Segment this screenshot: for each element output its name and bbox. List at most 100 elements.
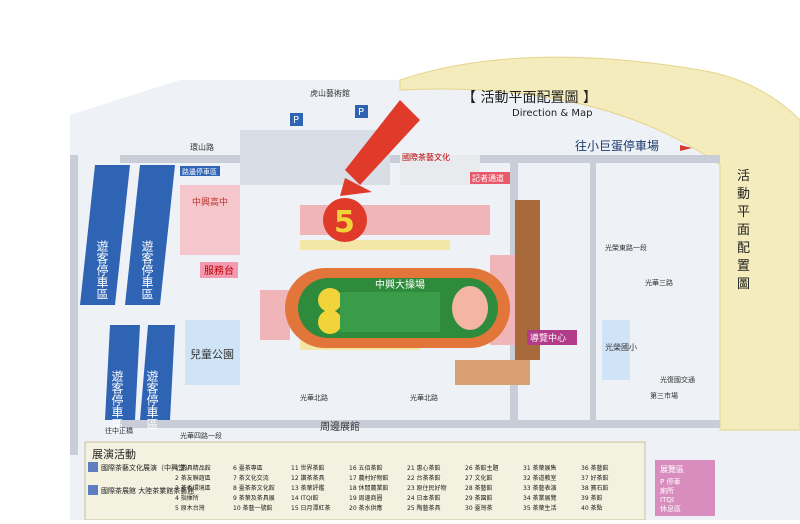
legend-item: 23 原住民好物 — [407, 484, 447, 492]
legend-item: 26 茶館主題 — [465, 464, 499, 472]
hall-label: 國際茶藝文化 — [402, 152, 450, 162]
guide-center[interactable] — [527, 330, 577, 345]
legend-item: 30 臺灣茶 — [465, 504, 493, 512]
legend-a: 國際茶藝文化展演（中興堂） — [101, 463, 192, 472]
stadium[interactable]: 中興大操場 — [285, 268, 510, 348]
label-third-market: 第三市場 — [650, 391, 678, 400]
parking-b[interactable]: 遊客停車區 — [125, 165, 175, 305]
stadium-info-board — [340, 292, 440, 332]
stadium-marker-1 — [318, 288, 342, 312]
parking-a[interactable]: 遊客停車區 — [80, 165, 130, 305]
legend-item: 29 茶園館 — [465, 494, 493, 502]
parking-c-label: 遊客停車區 — [110, 369, 124, 430]
label-direction-left: 往中正橋 — [105, 426, 133, 435]
parking-a-label: 遊客停車區 — [95, 239, 109, 300]
parking-icon-2 — [355, 105, 368, 118]
guide-label: 導覽中心 — [530, 332, 566, 344]
facility-panel — [655, 460, 715, 516]
school-block[interactable] — [180, 185, 240, 255]
legend-item: 15 日月潭紅茶 — [291, 504, 331, 512]
parking-d-label: 遊客停車區 — [145, 369, 159, 430]
legend-item: 32 茶道教室 — [523, 474, 557, 482]
facility-title: 展覽區 — [660, 464, 684, 474]
legend-item: 8 臺茶茶文化館 — [233, 484, 275, 492]
legend-item: 28 茶藝館 — [465, 484, 493, 492]
media-lane — [470, 172, 510, 184]
legend-item: 2 茶友聯誼區 — [175, 474, 211, 482]
gym-block[interactable] — [602, 320, 630, 380]
side-title-char-5: 置 — [737, 259, 750, 274]
side-title-char-0: 活 — [737, 169, 750, 184]
yellow-boundary — [399, 56, 800, 431]
legend-item: 36 茶藝館 — [581, 464, 609, 472]
gym-label: 光榮國小 — [605, 342, 637, 352]
parking-c[interactable]: 遊客停車區 — [105, 325, 140, 430]
facility-item: 休息區 — [660, 504, 681, 513]
stadium-marker-2 — [318, 310, 342, 334]
service-box[interactable] — [200, 262, 238, 278]
legend-item: 6 臺茶專區 — [233, 464, 263, 472]
facility-item: 廁所 — [660, 486, 674, 495]
map-subtitle: Direction & Map — [512, 108, 592, 119]
building-hall — [400, 155, 480, 185]
legend-item: 27 文化館 — [465, 474, 493, 482]
legend-item: 22 台茶茶館 — [407, 474, 441, 482]
legend-item: 12 讚茶茶具 — [291, 474, 325, 482]
side-title-char-2: 平 — [737, 205, 750, 220]
map-title: 【 活動平面配置圖 】 — [462, 90, 597, 106]
service-label: 服務台 — [204, 264, 234, 277]
label-guanghua-east: 光榮東路一段 — [605, 243, 647, 252]
road-bottom — [120, 420, 720, 428]
legend-item: 17 農村好物館 — [349, 474, 389, 482]
legend-item: 39 茶館 — [581, 494, 603, 502]
label-guanghua-1: 光華北路 — [300, 393, 328, 402]
legend-item: 37 好茶館 — [581, 474, 609, 482]
legend-item: 19 周邊商圈 — [349, 494, 383, 502]
parking-icon-1 — [290, 113, 303, 126]
legend-item: 25 陶藝茶具 — [407, 504, 441, 512]
parking-icon-2-text: P — [358, 107, 364, 118]
legend-b-icon — [88, 485, 98, 495]
label-guanghua-sanlu: 光華三路 — [645, 278, 673, 287]
side-title-char-6: 圖 — [737, 277, 750, 292]
legend-item: 18 休閒農業館 — [349, 484, 389, 492]
legend-item: 14 ITQI館 — [291, 494, 318, 502]
side-title: 活 動 平 面 配 置 圖 — [737, 169, 750, 292]
park-block[interactable] — [185, 320, 240, 385]
label-huanshan: 虎山藝術館 — [310, 88, 350, 98]
side-title-char-4: 配 — [737, 241, 750, 256]
legend-item: 35 茶葉生活 — [523, 504, 557, 512]
legend-item: 34 茶業展覽 — [523, 494, 557, 502]
arrow-east-icon — [680, 145, 692, 151]
label-guangfu: 光華四路一段 — [180, 431, 222, 440]
label-bus: 光復國交通 — [660, 375, 695, 384]
legend-item: 11 世界茶館 — [291, 464, 325, 472]
legend-item: 1 茶具精品館 — [175, 464, 211, 472]
legend-a-icon — [88, 462, 98, 472]
facility-item: P 停車 — [660, 477, 680, 486]
stadium-label: 中興大操場 — [375, 278, 425, 291]
park-label: 兒童公園 — [190, 347, 234, 361]
label-huanshan-road: 環山路 — [190, 142, 214, 152]
school-label: 中興高中 — [192, 196, 228, 208]
label-exhibit-road: 周邊展館 — [320, 420, 360, 433]
booth-bottom[interactable] — [455, 360, 530, 385]
parking-b-label: 遊客停車區 — [140, 239, 154, 300]
highlight-marker[interactable]: 5 — [323, 100, 420, 242]
booth-left[interactable] — [260, 290, 290, 340]
road-far-right — [590, 155, 596, 425]
label-xizhi: 往小巨蛋停車場 — [575, 138, 659, 153]
side-title-char-3: 面 — [737, 223, 750, 238]
parking-icon-1-text: P — [293, 115, 299, 126]
highlight-number: 5 — [334, 205, 355, 240]
label-road-parking: 路邊停車區 — [182, 167, 217, 176]
parking-d[interactable]: 遊客停車區 — [140, 325, 175, 430]
legend-item: 33 茶藝表演 — [523, 484, 557, 492]
legend-item: 31 茶葉展售 — [523, 464, 557, 472]
media-label: 記者通道 — [472, 173, 504, 183]
legend-panel — [84, 441, 646, 521]
